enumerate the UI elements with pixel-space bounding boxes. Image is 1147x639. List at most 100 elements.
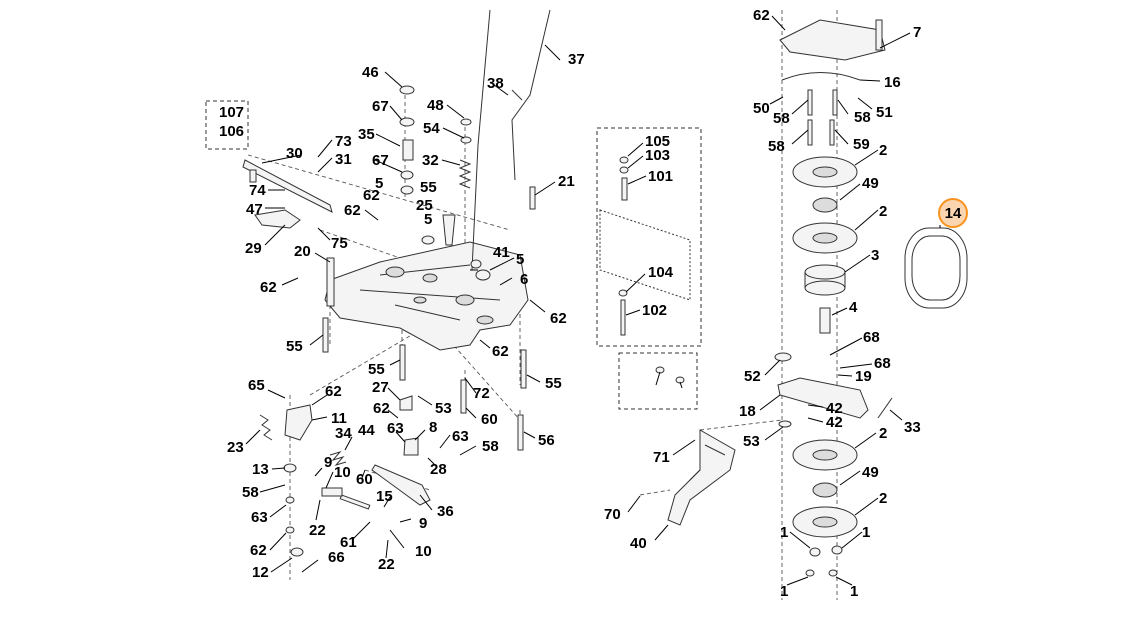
- callout-50a[interactable]: 50: [753, 100, 770, 117]
- callout-23[interactable]: 23: [227, 439, 244, 456]
- callout-62e[interactable]: 62: [492, 343, 509, 360]
- callout-41[interactable]: 41: [493, 244, 510, 261]
- callout-18[interactable]: 18: [739, 403, 756, 420]
- callout-52[interactable]: 53: [743, 433, 760, 450]
- callout-22b[interactable]: 22: [378, 556, 395, 573]
- callout-73[interactable]: 72: [473, 385, 490, 402]
- callout-53c[interactable]: 53: [435, 400, 452, 417]
- callout-67b[interactable]: 67: [372, 152, 389, 169]
- callout-31[interactable]: 31: [335, 151, 352, 168]
- callout-40[interactable]: 40: [630, 535, 647, 552]
- callout-58d[interactable]: 59: [853, 136, 870, 153]
- callout-30[interactable]: 30: [286, 145, 303, 162]
- callout-68a[interactable]: 68: [863, 329, 880, 346]
- callout-62h[interactable]: 62: [250, 542, 267, 559]
- callout-32[interactable]: 32: [422, 152, 439, 169]
- callout-65[interactable]: 65: [248, 377, 265, 394]
- callout-13[interactable]: 13: [252, 461, 269, 478]
- callout-62b[interactable]: 62: [344, 202, 361, 219]
- callout-28[interactable]: 28: [430, 461, 447, 478]
- callout-105[interactable]: 107: [219, 104, 244, 121]
- callout-102b[interactable]: 104: [648, 264, 674, 281]
- callout-38[interactable]: 38: [487, 75, 504, 92]
- callout-21[interactable]: 21: [558, 173, 575, 190]
- callout-35[interactable]: 35: [358, 126, 375, 143]
- callout-10a[interactable]: 10: [334, 464, 351, 481]
- callout-62d[interactable]: 62: [550, 310, 567, 327]
- callout-48[interactable]: 48: [427, 97, 444, 114]
- callout-4[interactable]: 4: [849, 299, 858, 316]
- callout-37[interactable]: 37: [568, 51, 585, 68]
- callout-1c[interactable]: 1: [780, 583, 788, 600]
- callout-15[interactable]: 15: [376, 488, 393, 505]
- callout-1a[interactable]: 1: [780, 524, 788, 541]
- callout-10b[interactable]: 10: [415, 543, 432, 560]
- callout-70[interactable]: 71: [653, 449, 670, 466]
- callout-1b[interactable]: 1: [862, 524, 870, 541]
- callout-5b[interactable]: 5: [424, 211, 432, 228]
- callout-42b[interactable]: 42: [826, 414, 843, 431]
- callout-36[interactable]: 36: [437, 503, 454, 520]
- callout-104[interactable]: 106: [219, 123, 244, 140]
- callout-47[interactable]: 47: [246, 201, 263, 218]
- callout-2d[interactable]: 2: [879, 490, 887, 507]
- callout-61[interactable]: 62: [753, 7, 770, 24]
- callout-42a[interactable]: 42: [826, 400, 843, 417]
- callout-5c[interactable]: 5: [516, 251, 524, 268]
- callout-59[interactable]: 60: [481, 411, 498, 428]
- callout-55b[interactable]: 55: [368, 361, 385, 378]
- callout-14-highlight[interactable]: 14: [938, 198, 968, 228]
- callout-46[interactable]: 46: [362, 64, 379, 81]
- callout-62a[interactable]: 62: [363, 187, 380, 204]
- callout-6[interactable]: 6: [520, 271, 528, 288]
- callout-16[interactable]: 16: [884, 74, 901, 91]
- callout-67[interactable]: 67: [372, 98, 389, 115]
- callout-56[interactable]: 58: [242, 484, 259, 501]
- callout-54[interactable]: 58: [482, 438, 499, 455]
- callout-60a[interactable]: 60: [356, 471, 373, 488]
- callout-62c[interactable]: 62: [260, 279, 277, 296]
- callout-68b[interactable]: 68: [874, 355, 891, 372]
- callout-44[interactable]: 44: [358, 422, 375, 439]
- callout-7[interactable]: 7: [913, 24, 921, 41]
- callout-102a[interactable]: 103: [645, 147, 670, 164]
- callout-49a[interactable]: 49: [862, 175, 879, 192]
- callout-62g[interactable]: 62: [373, 400, 390, 417]
- callout-63c[interactable]: 63: [251, 509, 268, 526]
- callout-71[interactable]: 70: [604, 506, 621, 523]
- callout-9a[interactable]: 9: [324, 454, 332, 471]
- callout-50b[interactable]: 51: [876, 104, 893, 121]
- callout-103[interactable]: 105: [645, 133, 670, 150]
- callout-58b[interactable]: 58: [854, 109, 871, 126]
- callout-49b[interactable]: 49: [862, 464, 879, 481]
- callout-66[interactable]: 66: [328, 549, 345, 566]
- callout-74[interactable]: 74: [249, 182, 266, 199]
- callout-60b[interactable]: 61: [340, 534, 357, 551]
- callout-22a[interactable]: 22: [309, 522, 326, 539]
- callout-62f[interactable]: 62: [325, 383, 342, 400]
- callout-27[interactable]: 27: [372, 379, 389, 396]
- callout-55d[interactable]: 56: [538, 432, 555, 449]
- callout-2c[interactable]: 2: [879, 425, 887, 442]
- callout-58c[interactable]: 58: [768, 138, 785, 155]
- callout-72[interactable]: 73: [335, 133, 352, 150]
- callout-101[interactable]: 102: [642, 302, 667, 319]
- callout-2a[interactable]: 2: [879, 142, 887, 159]
- callout-2b[interactable]: 2: [879, 203, 887, 220]
- callout-53a[interactable]: 54: [423, 120, 440, 137]
- callout-51[interactable]: 52: [744, 368, 761, 385]
- callout-29[interactable]: 29: [245, 240, 262, 257]
- callout-5a[interactable]: 5: [375, 175, 383, 192]
- callout-12[interactable]: 12: [252, 564, 269, 581]
- callout-63a[interactable]: 63: [387, 420, 404, 437]
- callout-33[interactable]: 33: [904, 419, 921, 436]
- callout-55c[interactable]: 55: [545, 375, 562, 392]
- callout-34[interactable]: 34: [335, 425, 352, 442]
- callout-63b[interactable]: 63: [452, 428, 469, 445]
- callout-14[interactable]: 14: [945, 205, 962, 222]
- callout-75[interactable]: 75: [331, 235, 348, 252]
- callout-53b[interactable]: 55: [420, 179, 437, 196]
- callout-19[interactable]: 19: [855, 368, 872, 385]
- callout-3[interactable]: 3: [871, 247, 879, 264]
- callout-20[interactable]: 20: [294, 243, 311, 260]
